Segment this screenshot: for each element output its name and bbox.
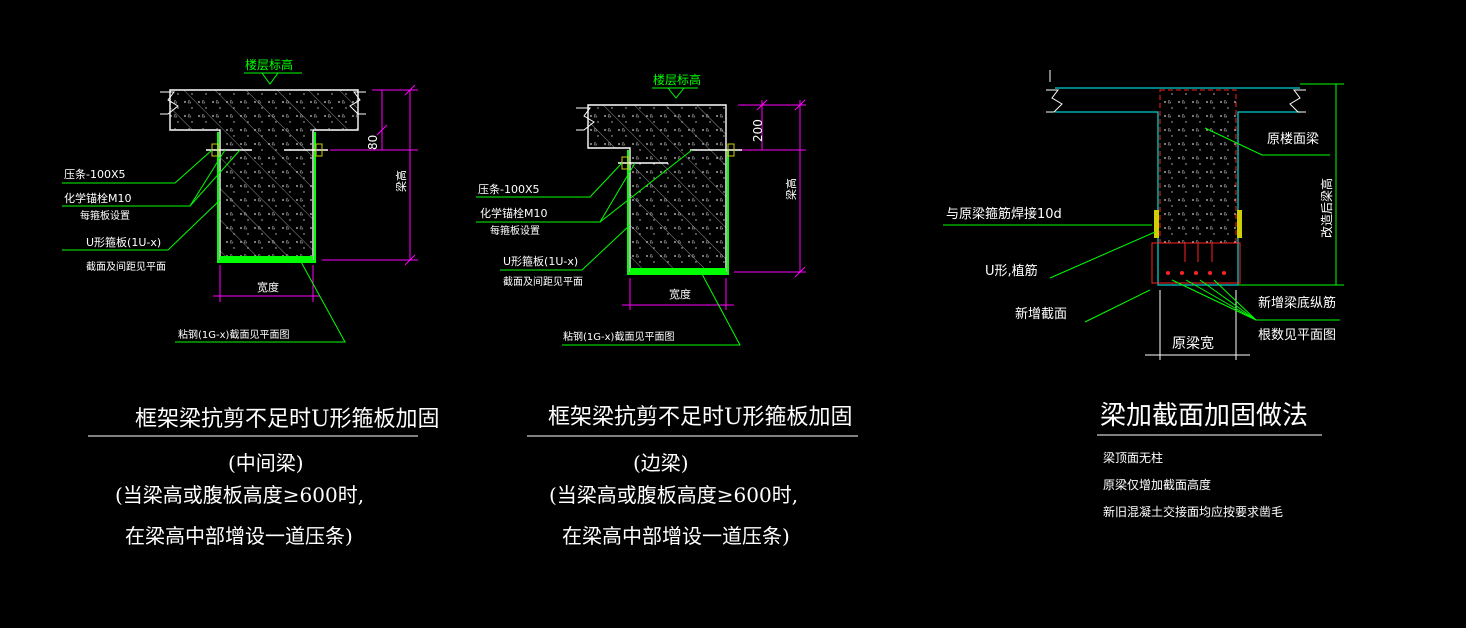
u-plate-label: U形箍板(1U-x) bbox=[86, 235, 161, 249]
subtitle-left-2: (当梁高或腹板高度≥600时, bbox=[115, 483, 364, 507]
u-plate-label: U形箍板(1U-x) bbox=[503, 254, 578, 268]
subtitle-left-3: 在梁高中部增设一道压条) bbox=[125, 524, 353, 548]
dim-beam-height: 梁高 bbox=[784, 178, 798, 200]
subtitle-left-1: (中间梁) bbox=[228, 451, 304, 475]
dimension-lines bbox=[734, 99, 806, 278]
dim-200: 200 bbox=[751, 119, 765, 142]
anchor-label: 化学锚栓M10 bbox=[480, 206, 548, 220]
break-line-left bbox=[160, 91, 179, 115]
note-2: 原梁仅增加截面高度 bbox=[1103, 477, 1211, 492]
height-after-label: 改造后梁高 bbox=[1319, 178, 1334, 238]
dim-beam-height: 梁高 bbox=[394, 170, 408, 192]
u-plate-note: 截面及间距见平面 bbox=[86, 260, 166, 273]
detail-edge-beam: 楼层标高 200 梁高 宽度 bbox=[476, 72, 858, 548]
subtitle-middle-1: (边梁) bbox=[633, 451, 689, 475]
subtitle-middle-3: 在梁高中部增设一道压条) bbox=[562, 524, 790, 548]
title-right: 梁加截面加固做法 bbox=[1100, 401, 1308, 431]
slab-outline bbox=[1055, 87, 1300, 286]
floor-level-label: 楼层标高 bbox=[245, 57, 293, 72]
break-line-left bbox=[1046, 89, 1063, 113]
u-stirrup-plate bbox=[627, 150, 729, 275]
new-section-label: 新增截面 bbox=[1015, 306, 1067, 322]
note-3: 新旧混凝土交接面均应按要求凿毛 bbox=[1103, 504, 1283, 519]
strip-label: 压条-100X5 bbox=[478, 182, 540, 196]
u-plate-note: 截面及间距见平面 bbox=[503, 275, 583, 288]
detail-middle-beam: 楼层标高 80 梁高 宽度 bbox=[62, 57, 440, 548]
anchor-bolts bbox=[206, 143, 328, 157]
weld-left bbox=[1154, 210, 1159, 238]
new-bars-label: 新增梁底纵筋 bbox=[1258, 295, 1336, 311]
strip-label: 压条-100X5 bbox=[64, 167, 126, 181]
original-beam-label: 原楼面梁 bbox=[1267, 132, 1319, 147]
dim-80: 80 bbox=[366, 135, 380, 150]
original-beam-section bbox=[1159, 89, 1237, 244]
anchor-note: 每箍板设置 bbox=[80, 209, 130, 222]
dimension-lines bbox=[322, 84, 418, 266]
title-left: 框架梁抗剪不足时U形箍板加固 bbox=[135, 407, 440, 432]
weld-right bbox=[1237, 210, 1242, 238]
subtitle-middle-2: (当梁高或腹板高度≥600时, bbox=[549, 483, 798, 507]
u-stirrup-plate bbox=[217, 132, 316, 263]
note-1: 梁顶面无柱 bbox=[1103, 450, 1163, 465]
leader-lines bbox=[476, 149, 741, 346]
floor-level-label: 楼层标高 bbox=[653, 72, 701, 87]
title-middle: 框架梁抗剪不足时U形箍板加固 bbox=[548, 405, 853, 430]
width-label: 宽度 bbox=[669, 287, 691, 301]
steel-label: 粘钢(1G-x)截面见平面图 bbox=[178, 328, 289, 341]
steel-label: 粘钢(1G-x)截面见平面图 bbox=[563, 330, 674, 343]
break-line-right bbox=[349, 91, 366, 115]
width-label: 宽度 bbox=[257, 280, 279, 294]
leader-lines bbox=[62, 149, 346, 343]
anchor-note: 每箍板设置 bbox=[490, 224, 540, 237]
break-line-left bbox=[576, 107, 595, 131]
original-width-label: 原梁宽 bbox=[1172, 335, 1214, 352]
u-bar bbox=[1184, 243, 1213, 262]
detail-section-enlargement: 改造后梁高 原梁宽 原楼面梁 与原梁箍筋焊接10d U形,植筋 新增截面 新增梁… bbox=[943, 70, 1344, 519]
anchor-label: 化学锚栓M10 bbox=[64, 191, 132, 205]
leader-lines bbox=[943, 127, 1340, 323]
anchor-bolts bbox=[618, 143, 742, 170]
break-line-right bbox=[1289, 89, 1306, 113]
bottom-bars bbox=[1166, 271, 1226, 275]
u-bar-label: U形,植筋 bbox=[985, 263, 1038, 279]
weld-label: 与原梁箍筋焊接10d bbox=[946, 206, 1062, 222]
new-bars-note: 根数见平面图 bbox=[1258, 328, 1336, 343]
new-section bbox=[1151, 242, 1241, 284]
